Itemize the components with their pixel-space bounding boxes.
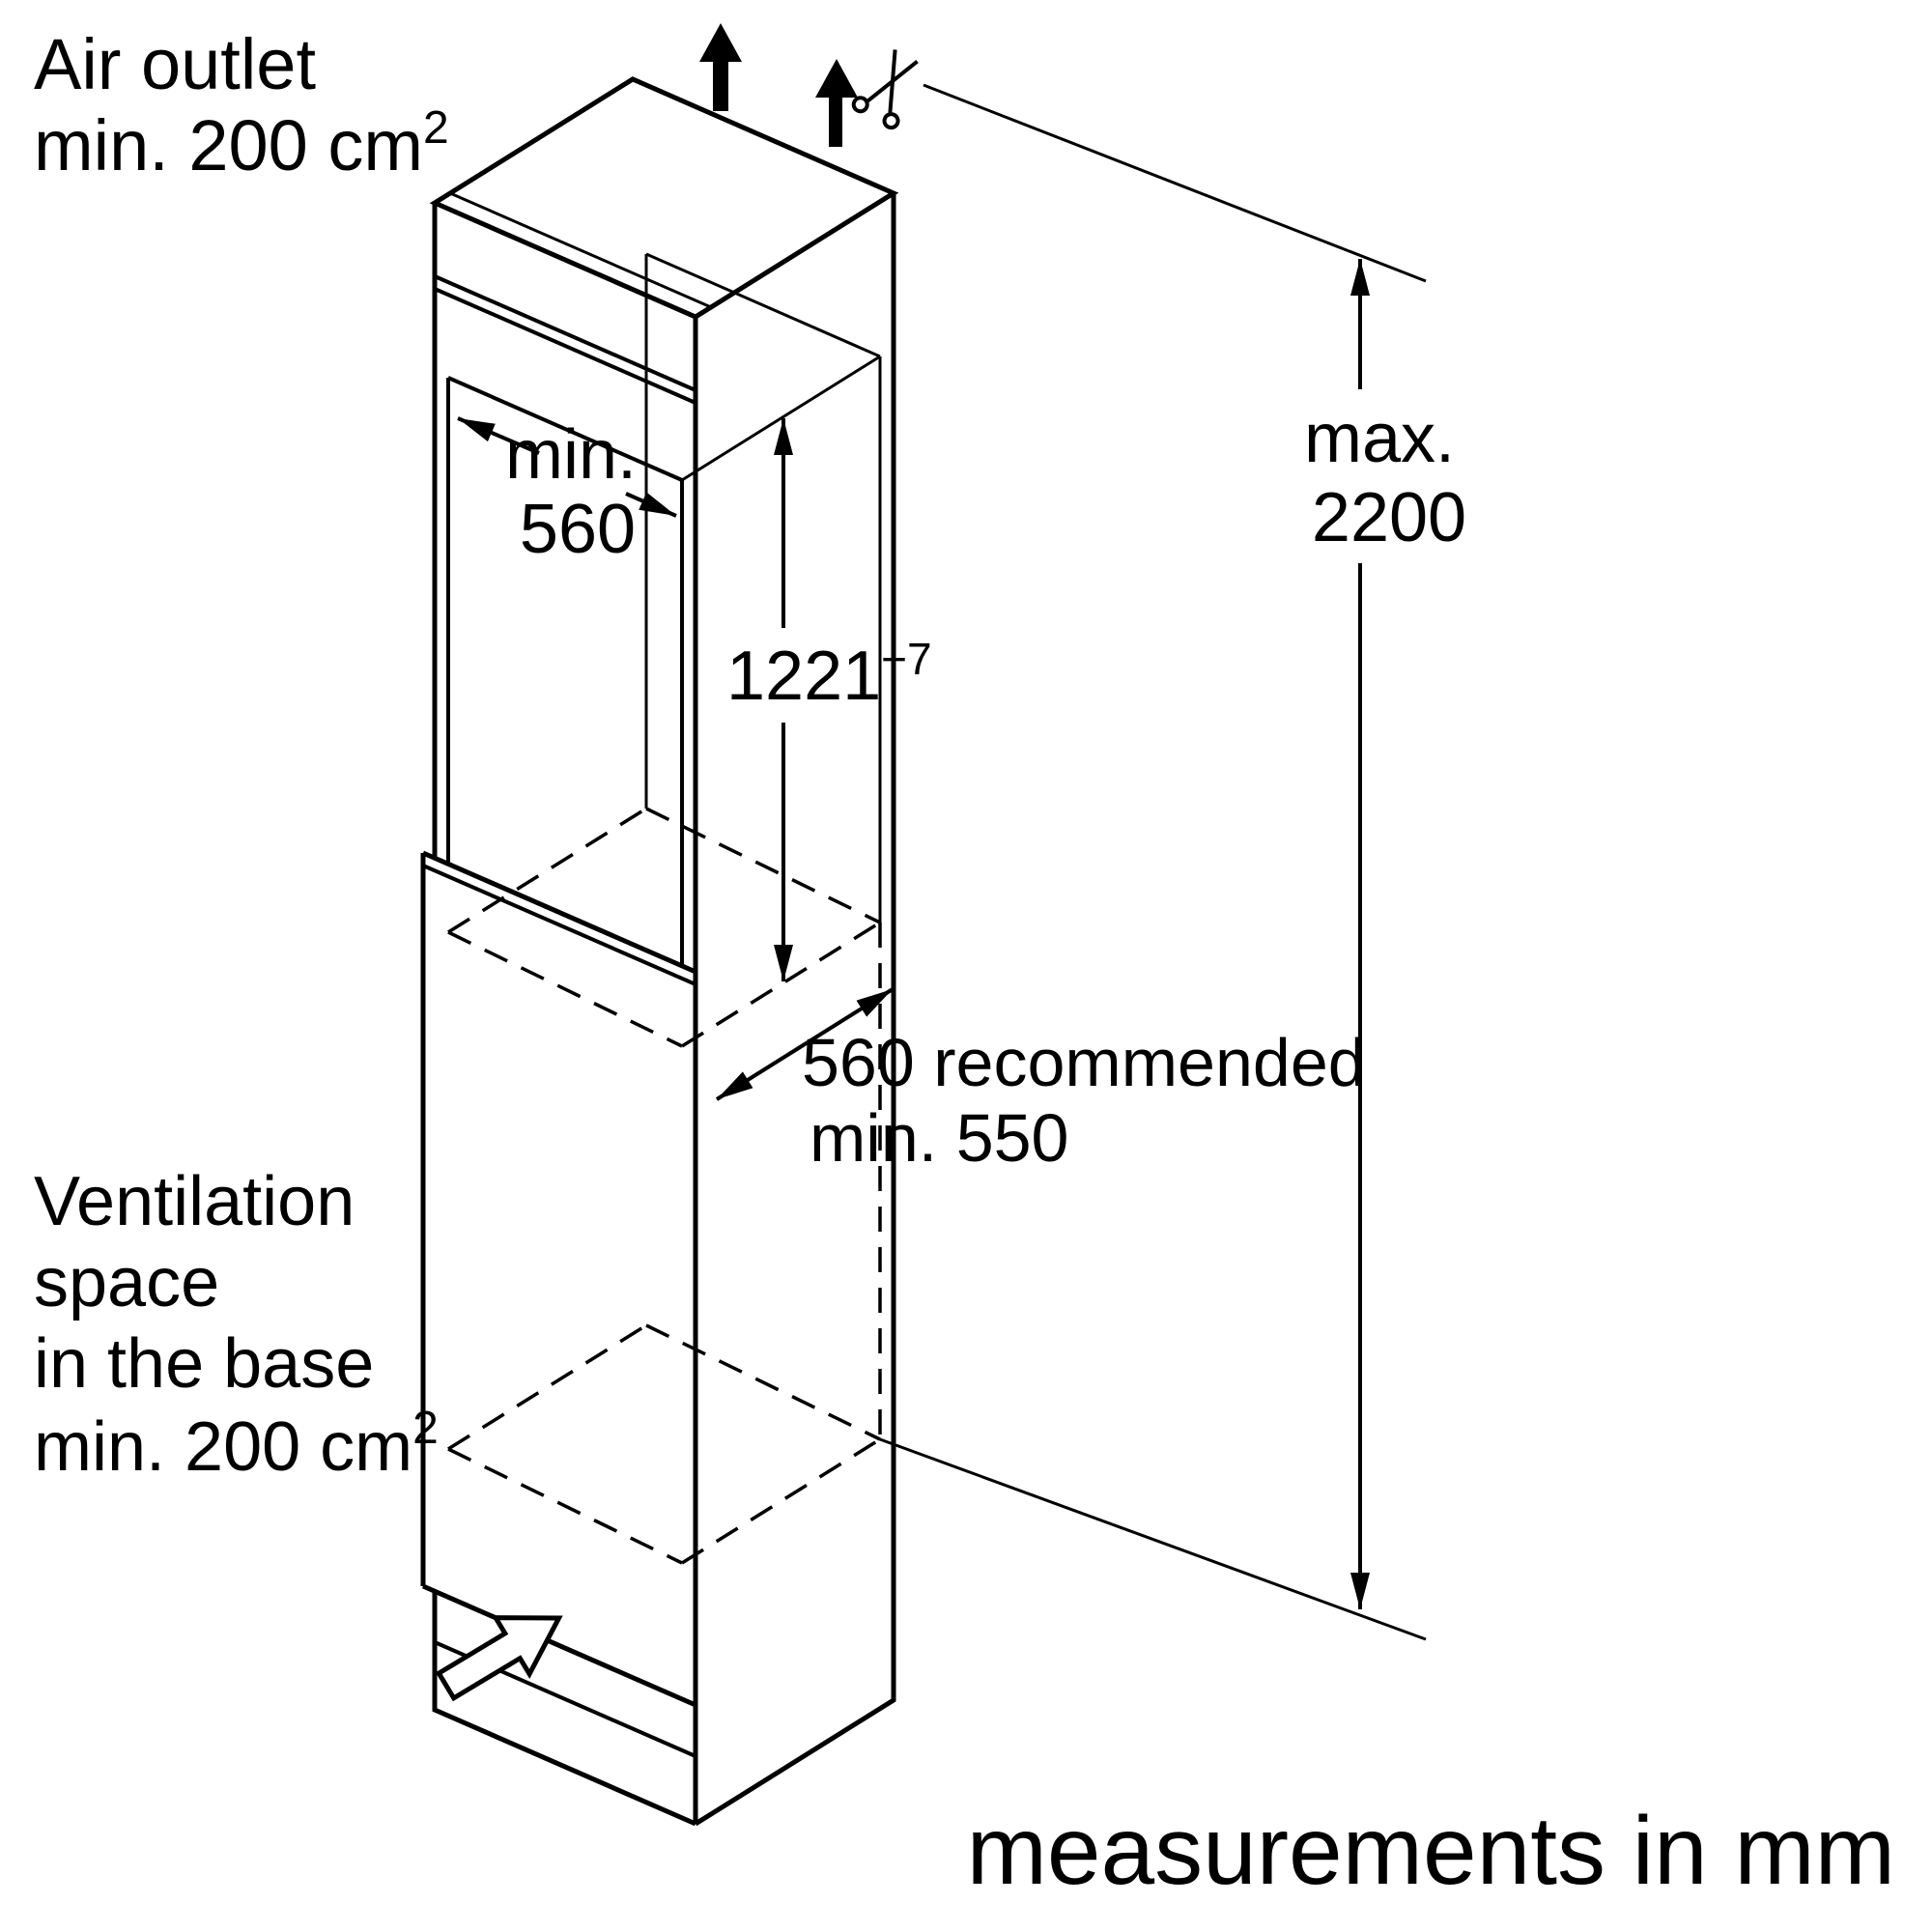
scissors-icon (851, 49, 919, 130)
depth-label: 560 recommended min. 550 (802, 1025, 1384, 1176)
cabinet-outline (429, 76, 899, 1827)
air-outlet-label: Air outlet min. 200 cm2 (34, 24, 449, 185)
niche-width-label: min. 560 (505, 416, 656, 568)
base-bottom-hidden-edges (447, 923, 882, 1565)
air-flow-arrow-icon (815, 59, 858, 147)
niche-width-dimension (457, 416, 677, 518)
footer-label: measurements in mm (967, 1797, 1895, 1905)
depth-dimension (715, 987, 895, 1101)
ventilation-arrow-icon (435, 1615, 563, 1702)
max-height-label: max. 2200 (1304, 400, 1474, 556)
max-height-dimension (879, 83, 1427, 1641)
ventilation-label: Ventilation space in the base min. 200 c… (34, 1163, 439, 1486)
niche-height-label: 1221+7 (726, 634, 932, 715)
niche-floor-hidden-edges (447, 807, 881, 1048)
air-flow-arrow-icon (699, 23, 742, 111)
